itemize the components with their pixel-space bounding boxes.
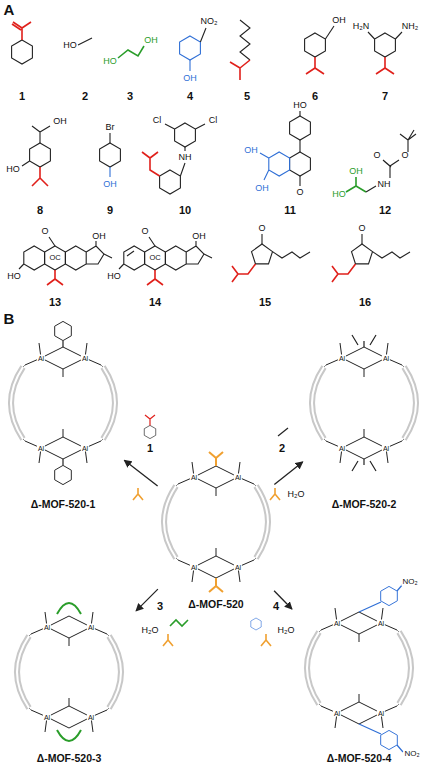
mof-structure-node: Δ-MOF-520-1: [4, 316, 122, 510]
atom-label: O: [141, 227, 148, 236]
atom-label: OC: [149, 254, 160, 262]
atom-label: OC: [49, 254, 60, 262]
atom-label: OH: [255, 184, 269, 193]
atom-label: OH: [244, 146, 258, 155]
atom-label: Al: [81, 445, 89, 452]
compound-number: 15: [259, 297, 271, 308]
atom-label: HO: [7, 272, 21, 281]
atom-label: HO: [293, 101, 307, 110]
mof-structure-node: Δ-MOF-520-4: [294, 592, 424, 764]
reagent-number: 1: [146, 443, 154, 454]
atom-label: HO: [63, 41, 77, 50]
atom-label: Al: [338, 445, 346, 452]
atom-label: O: [401, 151, 408, 160]
atom-label: OH: [349, 167, 363, 176]
atom-label: Al: [382, 355, 390, 362]
compound-number: 14: [149, 297, 161, 308]
atom-label: OH: [144, 36, 158, 45]
atom-label: Al: [234, 564, 242, 571]
reaction-arrow: [124, 460, 157, 486]
atom-label: Al: [87, 624, 95, 631]
compound-number: 4: [187, 91, 193, 102]
compound-number: 7: [382, 91, 388, 102]
atom-label: Al: [43, 714, 51, 721]
atom-label: Cl: [153, 116, 162, 125]
atom-label: Al: [377, 620, 385, 627]
compound-number: 16: [359, 297, 371, 308]
atom-label: Al: [37, 355, 45, 362]
compound-number: B: [4, 311, 15, 326]
atom-label: H₂O: [142, 626, 159, 635]
atom-label: O: [41, 227, 48, 236]
atom-label: NH₂: [402, 22, 419, 31]
compound-number: 3: [127, 91, 133, 102]
atom-label: NO₂: [401, 578, 418, 586]
reagent-number: 4: [272, 601, 280, 612]
atom-label: HO: [103, 57, 117, 66]
reagent-number: 2: [278, 443, 286, 454]
atom-label: Al: [81, 355, 89, 362]
atom-label: OH: [183, 74, 197, 83]
compound-number: 2: [82, 91, 88, 102]
compound-number: 6: [312, 91, 318, 102]
atom-label: Al: [43, 624, 51, 631]
structure-name: Δ-MOF-520-1: [4, 498, 122, 510]
compound-number: 12: [379, 205, 391, 216]
atom-label: H₂O: [288, 490, 305, 499]
reaction-arrow: [136, 589, 158, 611]
atom-label: NH: [378, 180, 391, 189]
atom-label: OH: [92, 232, 106, 241]
atom-label: Cl: [209, 116, 218, 125]
atom-label: NH: [179, 153, 192, 162]
compound-number: 8: [37, 205, 43, 216]
atom-label: Al: [37, 445, 45, 452]
compound-number: 5: [244, 91, 250, 102]
structure-name: Δ-MOF-520-2: [305, 498, 423, 510]
atom-label: NO₂: [201, 17, 218, 26]
structure-name: Δ-MOF-520: [160, 598, 272, 610]
structure-name: Δ-MOF-520-3: [4, 752, 134, 764]
atom-label: Al: [190, 474, 198, 481]
compound-number: 13: [49, 297, 61, 308]
mof-structure-node: Δ-MOF-520-3: [4, 592, 134, 764]
atom-label: Al: [87, 714, 95, 721]
reagent-number: 3: [156, 601, 164, 612]
atom-label: NO₂: [403, 750, 420, 758]
atom-label: Al: [333, 710, 341, 717]
mof-structure-node: Δ-MOF-520: [160, 452, 272, 610]
mof-structure-node: Δ-MOF-520-2: [305, 316, 423, 510]
atom-label: HO: [107, 272, 121, 281]
atom-label: Al: [190, 564, 198, 571]
atom-label: HO: [6, 165, 20, 174]
atom-label: Br: [106, 123, 115, 132]
compound-number: A: [4, 2, 15, 17]
atom-label: OH: [53, 117, 67, 126]
atom-label: OH: [332, 16, 346, 25]
atom-label: O: [373, 151, 380, 160]
atom-label: H₂O: [278, 626, 295, 635]
atom-label: O: [258, 224, 265, 233]
atom-label: OH: [103, 180, 117, 189]
atom-label: Al: [338, 355, 346, 362]
atom-label: OH: [192, 232, 206, 241]
atom-label: Al: [333, 620, 341, 627]
compound-number: 10: [179, 205, 191, 216]
atom-label: H₂N: [353, 22, 370, 31]
compound-number: 9: [107, 205, 113, 216]
atom-label: Al: [234, 474, 242, 481]
atom-label: Al: [377, 710, 385, 717]
atom-label: O: [358, 224, 365, 233]
compound-number: 11: [284, 205, 296, 216]
atom-label: HO: [332, 190, 346, 199]
compound-number: 1: [19, 91, 25, 102]
reaction-arrow: [274, 462, 302, 485]
atom-label: O: [296, 188, 303, 197]
atom-label: Al: [382, 445, 390, 452]
